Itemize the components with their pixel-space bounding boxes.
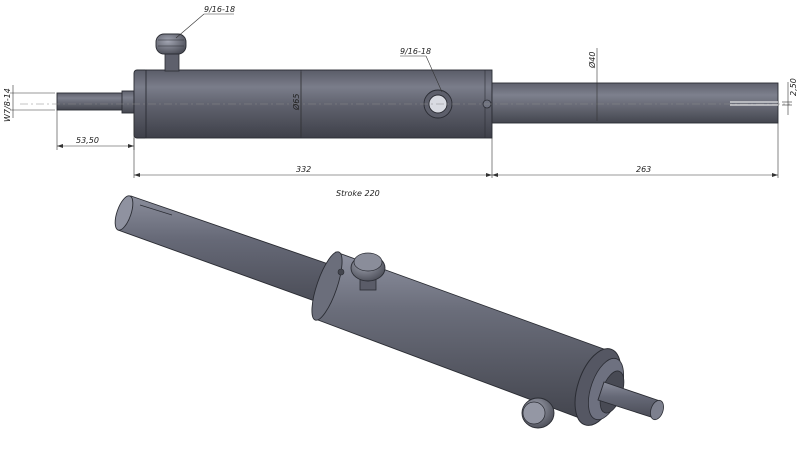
- rod-end-stub: [56, 92, 125, 111]
- dim-length-rod: 263: [636, 165, 651, 174]
- dim-thread-top: 9/16-18: [204, 5, 235, 14]
- dim-dia-rod: Ø40: [587, 52, 597, 69]
- dim-length-body: 332: [296, 165, 311, 174]
- stroke-caption: Stroke 220: [336, 189, 380, 198]
- iso-side-port: [521, 397, 555, 429]
- piston-rod: [491, 82, 779, 124]
- dim-slot-width: 2,50: [789, 78, 798, 96]
- dim-thread-port: 9/16-18: [400, 47, 431, 56]
- dim-thread-rod: W7/8-14: [3, 88, 12, 122]
- top-fitting: [155, 33, 187, 72]
- rod-end-collar: [121, 90, 135, 114]
- side-view: [20, 33, 790, 139]
- iso-top-fitting: [337, 252, 386, 291]
- dim-dia-body: Ø65: [291, 94, 301, 111]
- iso-piston-rod: [117, 195, 341, 306]
- dim-length-end: 53,50: [76, 136, 99, 145]
- dimensions: W7/8-14 53,50 332 263 Ø65 Ø40 2,50: [3, 5, 798, 178]
- isometric-view: [114, 195, 664, 429]
